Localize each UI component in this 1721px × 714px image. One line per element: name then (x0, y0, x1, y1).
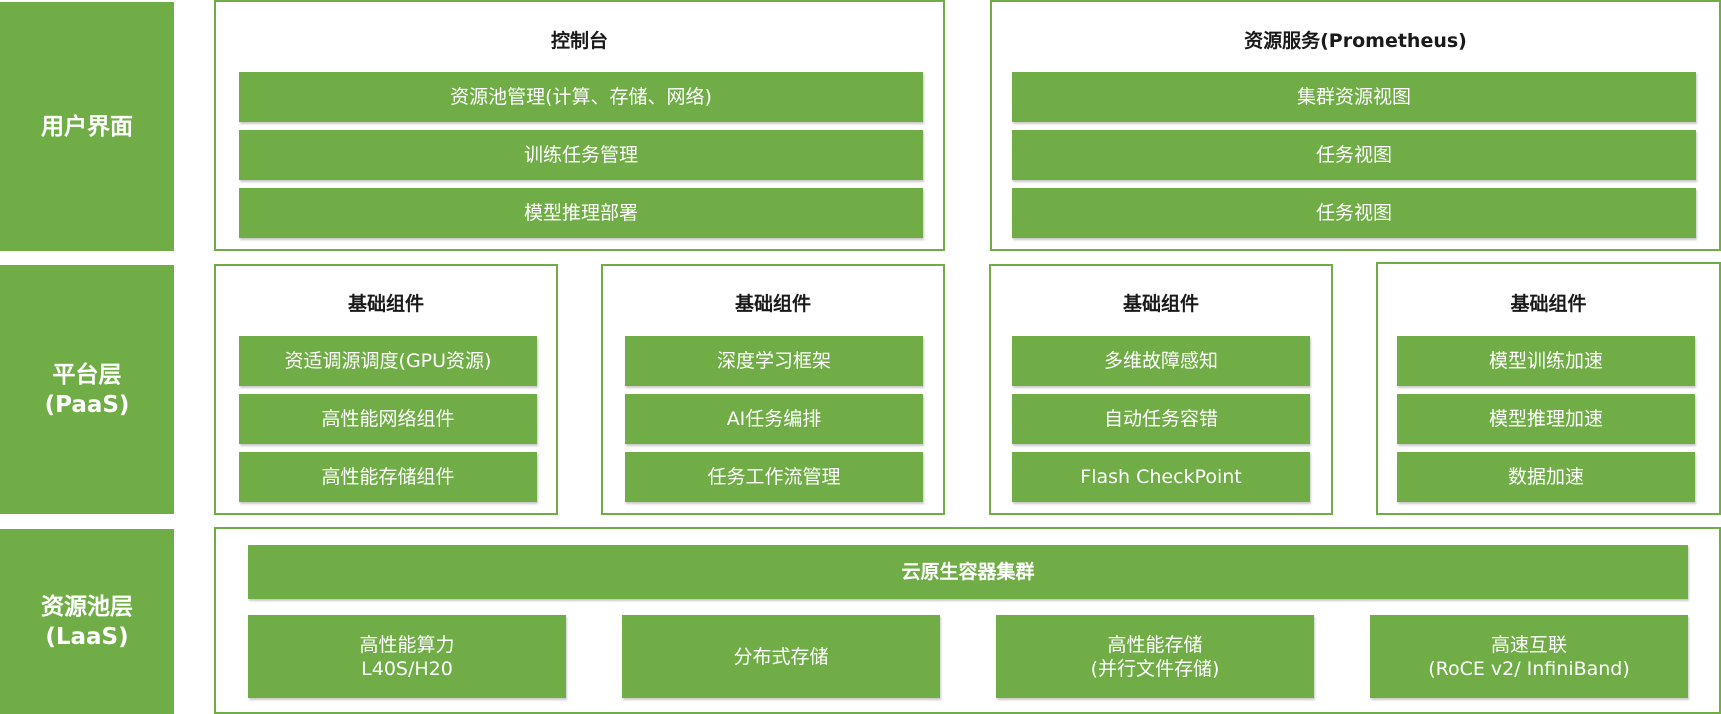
layer-label-laas: 资源池层 (LaaS) (0, 529, 174, 714)
paas-item-label: 高性能网络组件 (321, 408, 455, 430)
paas-item-gpu-scheduling: 资适调源调度(GPU资源) (239, 336, 537, 386)
paas-item-label: 多维故障感知 (1103, 350, 1218, 372)
paas-item-label: AI任务编排 (726, 408, 822, 430)
paas-item-label: 深度学习框架 (716, 350, 831, 372)
console-panel: 控制台 资源池管理(计算、存储、网络) 训练任务管理 模型推理部署 (214, 0, 945, 251)
console-item-label: 模型推理部署 (523, 202, 638, 224)
paas-item-inference-accel: 模型推理加速 (1397, 394, 1695, 444)
paas-item-fault-detection: 多维故障感知 (1012, 336, 1310, 386)
layer-label-paas: 平台层 (PaaS) (0, 265, 174, 514)
console-item-training-task: 训练任务管理 (239, 130, 923, 180)
console-item-resource-pool: 资源池管理(计算、存储、网络) (239, 72, 923, 122)
paas-item-network-component: 高性能网络组件 (239, 394, 537, 444)
paas-item-label: 模型推理加速 (1488, 408, 1603, 430)
resource-service-panel: 资源服务(Prometheus) 集群资源视图 任务视图 任务视图 (990, 0, 1721, 251)
resource-item-task-view-2: 任务视图 (1012, 188, 1696, 238)
laas-box-line1: 高性能算力 (359, 633, 455, 656)
paas-item-label: 高性能存储组件 (321, 466, 455, 488)
resource-item-label: 任务视图 (1315, 202, 1392, 224)
resource-item-label: 任务视图 (1315, 144, 1392, 166)
layer-label-paas-line2: (PaaS) (44, 391, 130, 418)
paas-item-label: Flash CheckPoint (1080, 466, 1242, 488)
paas-panel-2: 基础组件 深度学习框架 AI任务编排 任务工作流管理 (601, 264, 945, 515)
paas-panel-1: 基础组件 资适调源调度(GPU资源) 高性能网络组件 高性能存储组件 (214, 264, 558, 515)
paas-item-data-accel: 数据加速 (1397, 452, 1695, 502)
laas-box-distributed-storage: 分布式存储 (622, 615, 940, 698)
resource-service-panel-title: 资源服务(Prometheus) (1244, 30, 1467, 52)
paas-panel-title: 基础组件 (347, 293, 424, 315)
paas-panel-title: 基础组件 (1510, 293, 1587, 315)
paas-item-storage-component: 高性能存储组件 (239, 452, 537, 502)
layer-label-laas-line2: (LaaS) (45, 623, 129, 650)
console-item-label: 资源池管理(计算、存储、网络) (450, 86, 712, 108)
cloud-native-cluster-bar: 云原生容器集群 (248, 545, 1688, 599)
paas-item-label: 数据加速 (1507, 466, 1584, 488)
laas-box-line1: 分布式存储 (733, 645, 829, 668)
paas-item-training-accel: 模型训练加速 (1397, 336, 1695, 386)
paas-item-workflow: 任务工作流管理 (625, 452, 923, 502)
paas-item-label: 自动任务容错 (1103, 408, 1218, 430)
paas-item-fault-tolerance: 自动任务容错 (1012, 394, 1310, 444)
laas-box-hp-storage: 高性能存储 (并行文件存储) (996, 615, 1314, 698)
laas-box-line2: L40S/H20 (361, 657, 453, 680)
paas-item-dl-framework: 深度学习框架 (625, 336, 923, 386)
resource-item-task-view: 任务视图 (1012, 130, 1696, 180)
paas-item-ai-orchestration: AI任务编排 (625, 394, 923, 444)
layer-label-laas-line1: 资源池层 (41, 593, 133, 620)
laas-box-line1: 高速互联 (1490, 633, 1567, 656)
laas-box-line2: (并行文件存储) (1090, 657, 1220, 680)
laas-box-line2: (RoCE v2/ InfiniBand) (1428, 657, 1630, 680)
paas-item-label: 资适调源调度(GPU资源) (284, 350, 492, 372)
laas-box-line1: 高性能存储 (1107, 633, 1203, 656)
paas-panel-3: 基础组件 多维故障感知 自动任务容错 Flash CheckPoint (989, 264, 1333, 515)
paas-panel-title: 基础组件 (734, 293, 811, 315)
paas-panel-4: 基础组件 模型训练加速 模型推理加速 数据加速 (1376, 262, 1721, 515)
paas-item-label: 模型训练加速 (1488, 350, 1603, 372)
console-item-label: 训练任务管理 (523, 144, 638, 166)
resource-item-label: 集群资源视图 (1296, 86, 1411, 108)
laas-panel: 云原生容器集群 高性能算力 L40S/H20 分布式存储 高性能存储 (并行文件… (214, 527, 1721, 714)
layer-label-ui-text: 用户界面 (41, 113, 133, 140)
laas-box-interconnect: 高速互联 (RoCE v2/ InfiniBand) (1370, 615, 1688, 698)
layer-label-ui: 用户界面 (0, 2, 174, 251)
layer-label-paas-line1: 平台层 (52, 361, 122, 388)
cloud-native-cluster-label: 云原生容器集群 (901, 561, 1035, 583)
paas-item-flash-checkpoint: Flash CheckPoint (1012, 452, 1310, 502)
resource-item-cluster-view: 集群资源视图 (1012, 72, 1696, 122)
paas-item-label: 任务工作流管理 (707, 466, 841, 488)
laas-box-compute: 高性能算力 L40S/H20 (248, 615, 566, 698)
console-panel-title: 控制台 (550, 30, 608, 52)
console-item-model-inference: 模型推理部署 (239, 188, 923, 238)
paas-panel-title: 基础组件 (1122, 293, 1199, 315)
